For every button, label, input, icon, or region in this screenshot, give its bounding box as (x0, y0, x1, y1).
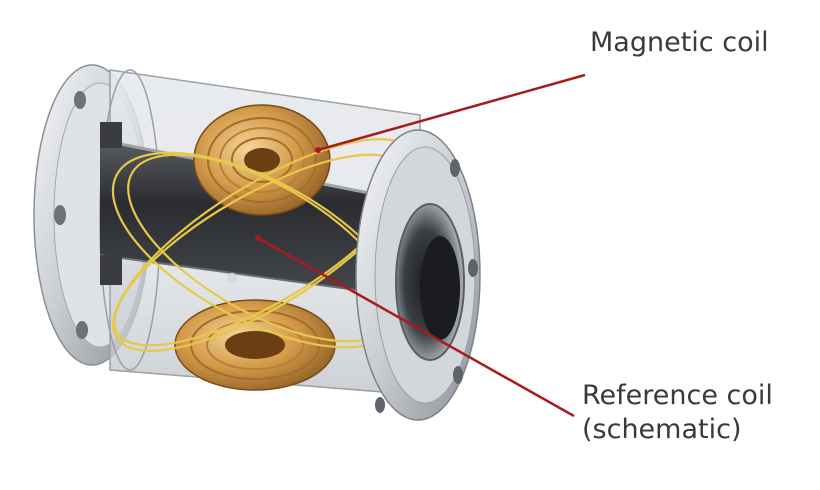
leader-line-reference-coil (257, 236, 575, 418)
leader-line-magnetic-coil (317, 73, 586, 152)
magnetic-coil-lower (174, 299, 336, 391)
leader-lines (257, 73, 586, 418)
reference-coil-label-line2: (schematic) (582, 414, 742, 445)
leader-dot-magnetic-coil (315, 147, 321, 153)
right-flange (355, 129, 481, 421)
magnetic-coil-upper (193, 104, 331, 216)
reference-coil-label-line1: Reference coil (582, 380, 773, 411)
magnetic-coil-label: Magnetic coil (590, 27, 769, 58)
leader-dot-reference-coil (255, 235, 261, 241)
reference-coil-label: Reference coil (schematic) (582, 379, 773, 447)
